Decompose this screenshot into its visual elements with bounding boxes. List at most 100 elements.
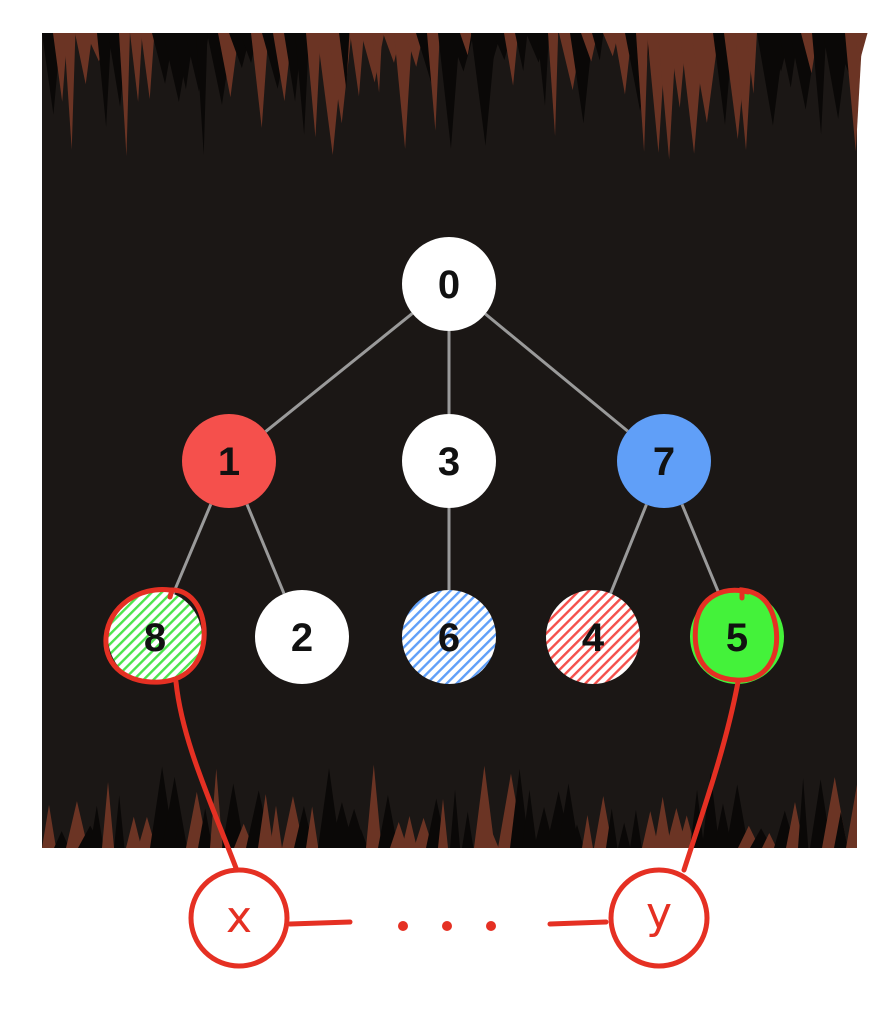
stalagmite	[510, 769, 530, 848]
stalagmite	[42, 804, 57, 848]
stalactite	[537, 33, 549, 106]
stalagmite	[66, 801, 88, 848]
stalagmite	[306, 806, 319, 848]
node-circle	[546, 590, 640, 684]
stalactite	[350, 33, 364, 97]
stalagmite	[642, 811, 659, 848]
node-label: 8	[144, 616, 166, 660]
tree-node-0: 0	[402, 237, 496, 331]
stalactite	[581, 33, 598, 62]
stalactite	[438, 33, 460, 149]
stalagmite	[450, 789, 461, 848]
tree-edge-1-2	[245, 503, 286, 595]
node-label: 2	[291, 616, 313, 660]
node-label: 7	[653, 440, 675, 484]
tree-edge-1-8	[171, 503, 213, 595]
tree-node-7: 7	[617, 414, 711, 508]
connector-dash-right	[547, 919, 609, 927]
stalagmite	[90, 805, 104, 848]
stalagmite	[582, 815, 593, 848]
stalagmite	[486, 832, 499, 848]
stalactite	[603, 33, 619, 57]
variable-label-x: x	[226, 892, 252, 943]
stalagmite	[618, 822, 631, 848]
stalactite	[64, 33, 76, 150]
stalagmite	[258, 794, 274, 848]
stalactite	[53, 33, 68, 102]
stalactite	[658, 33, 677, 160]
tree-edge-7-5	[680, 503, 721, 595]
stalagmite	[474, 765, 495, 848]
node-circle	[402, 590, 496, 684]
stalagmite	[798, 777, 809, 848]
node-circle	[402, 414, 496, 508]
stalactite	[636, 33, 649, 152]
stalagmite	[654, 796, 672, 848]
stalagmite	[126, 816, 142, 848]
tree-edge-0-7	[484, 312, 629, 433]
pointer-line-right	[681, 679, 741, 873]
pointer-line-left	[173, 679, 239, 871]
variable-circle-x	[188, 867, 290, 969]
stalagmite	[846, 784, 857, 848]
node-label: 5	[726, 616, 748, 660]
tree-edge-7-4	[609, 504, 648, 594]
ellipsis-dot	[486, 921, 496, 931]
variable-circle-y	[608, 867, 710, 969]
stalactite	[75, 33, 93, 85]
stalagmite	[726, 784, 749, 848]
annotation-layer: x y	[103, 586, 780, 969]
stalactite	[394, 33, 413, 149]
stalactite	[97, 33, 112, 127]
node-label: 3	[438, 440, 460, 484]
stalagmite	[714, 803, 732, 848]
tree-node-8: 8	[108, 590, 202, 684]
stalagmite	[630, 810, 642, 848]
stalactite	[746, 33, 757, 94]
stalagmite	[198, 808, 213, 848]
stalagmite	[270, 805, 282, 848]
stalagmite	[558, 783, 579, 848]
stalagmite	[390, 822, 408, 848]
tree-edge-0-1	[264, 312, 414, 433]
stalagmites-bottom	[42, 764, 857, 848]
stalagmite	[318, 768, 341, 848]
ellipsis-dot	[398, 921, 408, 931]
tree-node-4: 4	[546, 590, 640, 684]
stalactite	[427, 33, 440, 131]
stalagmite	[114, 795, 125, 848]
stalactite	[592, 33, 604, 61]
stalagmite	[438, 798, 449, 848]
stalagmite	[354, 829, 368, 848]
highlight-ring-left	[103, 586, 207, 685]
stalagmite	[54, 831, 70, 848]
stalactite	[339, 33, 350, 89]
stalagmite	[834, 811, 848, 848]
tree-node-1: 1	[182, 414, 276, 508]
node-circle	[690, 590, 784, 684]
stalagmite	[402, 816, 417, 848]
stalagmite	[762, 832, 777, 848]
node-circle	[402, 237, 496, 331]
ellipsis-dot	[442, 921, 452, 931]
stalactite	[460, 33, 472, 56]
tree-nodes: 0 1 3 7 8 2 6 4 5	[108, 237, 784, 684]
highlight-ring-right	[692, 587, 780, 683]
stalactite	[130, 33, 143, 102]
stalactites-top	[42, 33, 868, 160]
node-label: 6	[438, 616, 460, 660]
stalagmite	[366, 764, 382, 848]
tree-node-2: 2	[255, 590, 349, 684]
stalactite	[196, 33, 208, 155]
stalagmite	[522, 789, 537, 848]
stalactite	[570, 33, 593, 124]
stalagmite	[462, 811, 474, 848]
tree-edges	[171, 312, 721, 595]
stalactite	[119, 33, 130, 157]
stalactite	[372, 33, 383, 93]
stalagmite	[606, 808, 618, 848]
stalactite	[295, 33, 310, 135]
stalagmite	[222, 783, 245, 848]
stalactite	[471, 33, 496, 146]
stalactite	[504, 33, 519, 86]
